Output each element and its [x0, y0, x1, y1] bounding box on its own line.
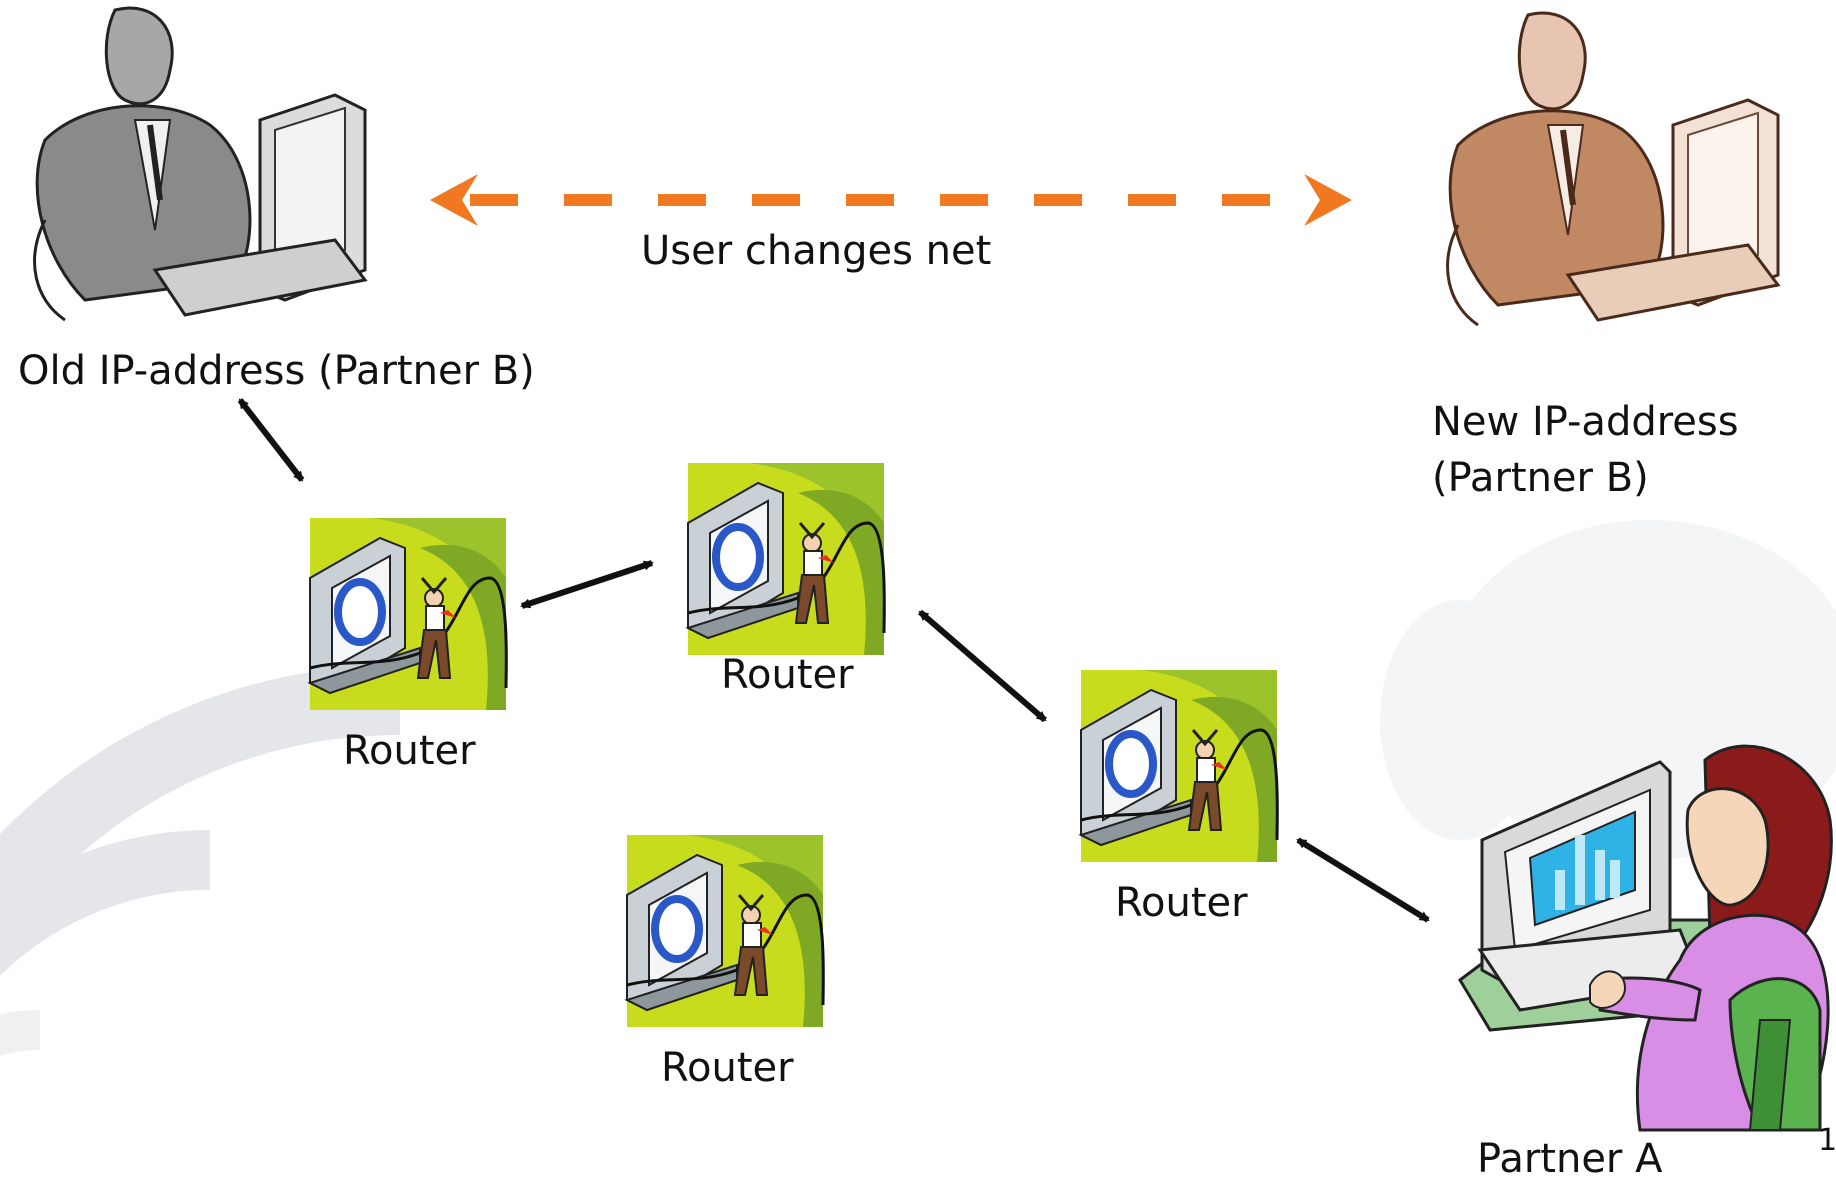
slide-number: 11: [1818, 1123, 1836, 1158]
router-3-icon: [1081, 670, 1277, 862]
router-1-label: Router: [343, 728, 476, 774]
net-change-arrow: [430, 174, 1352, 226]
router-1-icon: [310, 518, 506, 710]
decor-arcs: [0, 520, 1836, 1056]
router-4-icon: [627, 835, 823, 1027]
link-old-user-router-1: [237, 398, 305, 482]
router-2-icon: [688, 463, 884, 655]
router-4-label: Router: [661, 1045, 794, 1091]
router-2-label: Router: [721, 652, 854, 698]
label-new-ip: New IP-address (Partner B): [1432, 394, 1792, 506]
link-arrows: [237, 398, 1430, 923]
link-router-1-router-2: [520, 560, 654, 609]
woman-at-computer-icon: [1458, 744, 1833, 1132]
link-router-3-partner-a: [1296, 837, 1430, 923]
person-at-computer-gray-icon: [5, 0, 375, 350]
label-old-ip: Old IP-address (Partner B): [18, 348, 535, 394]
label-new-ip-line2: (Partner B): [1432, 455, 1649, 501]
link-router-2-router-3: [918, 609, 1047, 723]
person-at-computer-brown-icon: [1446, 11, 1781, 327]
router-3-label: Router: [1115, 880, 1248, 926]
label-partner-a: Partner A: [1477, 1136, 1663, 1182]
label-user-changes-net: User changes net: [641, 228, 992, 274]
label-new-ip-line1: New IP-address: [1432, 399, 1739, 445]
